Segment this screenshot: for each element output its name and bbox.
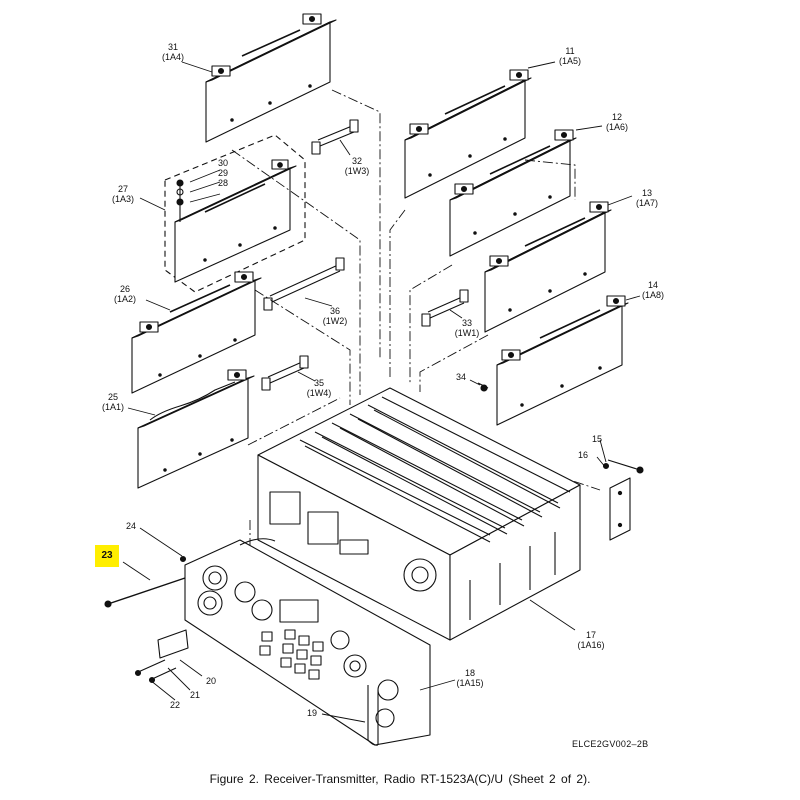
label-12: 12(1A6)	[605, 112, 628, 132]
screw-21	[134, 659, 166, 677]
label-13: 13(1A7)	[635, 188, 658, 208]
cable-36	[263, 257, 345, 311]
label-18: 18(1A15)	[456, 668, 484, 688]
label-35: 35(1W4)	[306, 378, 332, 398]
plate-20	[157, 629, 189, 659]
handle-19	[367, 685, 379, 746]
label-16: 16	[577, 450, 588, 460]
screw-22	[148, 667, 177, 684]
chassis-17	[257, 387, 581, 641]
label-31: 31(1A4)	[161, 42, 184, 62]
label-20: 20	[205, 676, 216, 686]
screw-15	[602, 459, 644, 474]
module-14	[496, 295, 629, 426]
label-36: 36(1W2)	[322, 306, 348, 326]
label-25: 25(1A1)	[101, 392, 124, 412]
label-32: 32(1W3)	[344, 156, 370, 176]
bolt-23	[104, 577, 186, 608]
label-17: 17(1A16)	[577, 630, 605, 650]
leader-lines	[122, 61, 641, 723]
label-29: 29	[217, 168, 228, 178]
label-22: 22	[169, 700, 180, 710]
label-21: 21	[189, 690, 200, 700]
label-15: 15	[591, 434, 602, 444]
module-11	[404, 69, 532, 199]
label-30: 30	[217, 158, 228, 168]
label-28: 28	[217, 178, 228, 188]
module-26	[131, 271, 262, 394]
label-23-highlighted: 23	[95, 545, 119, 567]
screw-34	[477, 382, 489, 392]
label-26: 26(1A2)	[113, 284, 136, 304]
bracket-16	[609, 477, 631, 541]
label-33: 33(1W1)	[454, 318, 480, 338]
label-14: 14(1A8)	[641, 280, 664, 300]
label-34: 34	[455, 372, 466, 382]
cable-33	[421, 289, 469, 327]
alignment-lines	[231, 89, 601, 560]
module-13	[484, 201, 612, 333]
module-12	[449, 129, 577, 257]
front-panel-18	[184, 538, 431, 746]
module-25	[137, 369, 255, 489]
cable-35	[261, 355, 309, 391]
label-19: 19	[306, 708, 317, 718]
drawing-code: ELCE2GV002–2B	[572, 739, 649, 749]
label-27: 27(1A3)	[111, 184, 134, 204]
module-31	[205, 13, 337, 143]
label-11: 11(1A5)	[558, 46, 581, 66]
figure-caption: Figure 2. Receiver-Transmitter, Radio RT…	[209, 772, 591, 786]
washer-24	[179, 555, 187, 563]
label-24: 24	[125, 521, 136, 531]
cable-32	[311, 119, 359, 155]
module-27	[164, 134, 306, 293]
